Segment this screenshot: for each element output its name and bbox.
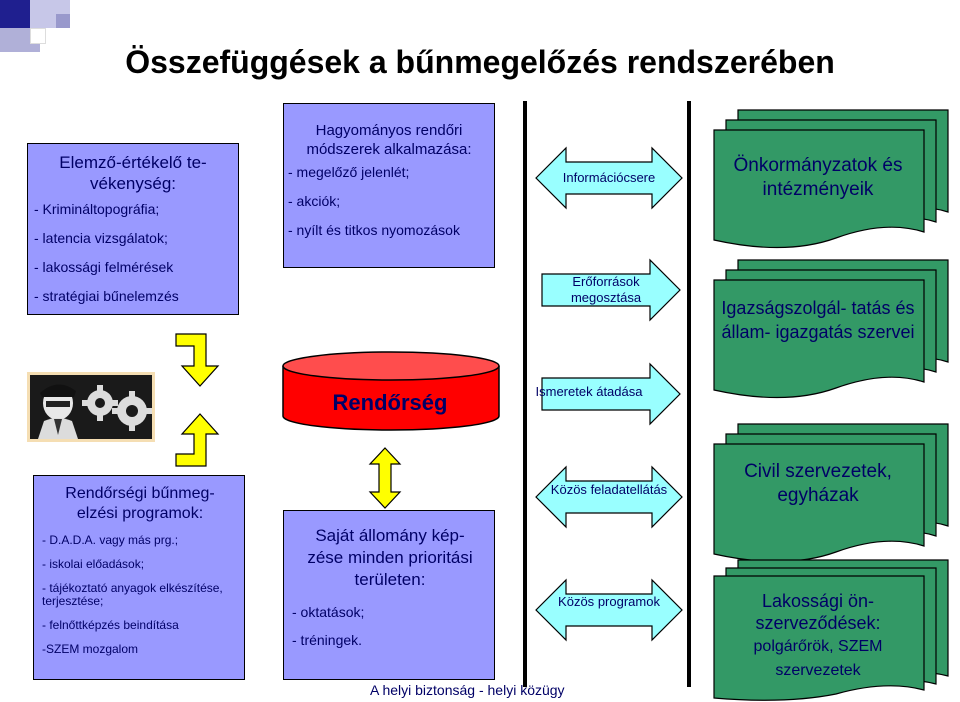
double-arrow-icon [535, 578, 683, 642]
arrow-label-line: Információcsere [562, 170, 656, 185]
partner-text: Lakossági ön- szerveződések: polgárőrök,… [714, 590, 922, 682]
partner-line: Civil szervezetek, [744, 461, 892, 482]
analysis-item: - lakossági felmérések [34, 259, 174, 275]
page-title: Összefüggések a bűnmegelőzés rendszerébe… [125, 44, 835, 80]
arrow-label: Információcsere [544, 170, 674, 186]
double-arrow-icon [535, 146, 683, 210]
training-head-line: területen: [354, 570, 426, 589]
partner-line: polgárőrök, SZEM [753, 638, 883, 655]
traditional-head-line: módszerek alkalmazása: [306, 141, 472, 158]
analysis-head-line: vékenység: [90, 174, 176, 193]
partner-line: Önkormányzatok [733, 155, 878, 176]
arrow-label-line: Erőforrások [572, 274, 640, 289]
partner-line: Lakossági ön- [761, 591, 875, 611]
arrow-label-line: átadása [596, 384, 643, 399]
programs-item: - D.A.D.A. vagy más prg.; [42, 533, 179, 547]
partner-line: tatás és állam- [721, 298, 915, 342]
programs-item: -SZEM mozgalom [42, 642, 139, 656]
traditional-item: - akciók; [288, 193, 341, 209]
training-head-line: Saját állomány kép- [315, 526, 465, 545]
police-label: Rendőrség [332, 390, 448, 415]
arrow-label-line: Ismeretek [535, 384, 593, 399]
arrow-label: Ismeretek átadása [534, 384, 644, 400]
programs-item: - tájékoztató anyagok elkészítése, terje… [42, 581, 223, 608]
bottom-caption: A helyi biztonság - helyi közügy [370, 682, 565, 698]
arrow-label: Közös feladatellátás [544, 482, 674, 498]
partner-line: Igazságszolgál- [721, 298, 847, 318]
partner-text: Igazságszolgál- tatás és állam- igazgatá… [714, 296, 922, 344]
traditional-head-line: Hagyományos rendőri [315, 122, 463, 139]
stacked-documents-icon [713, 259, 949, 399]
arrow-label-line: programok [597, 594, 660, 609]
traditional-methods-box: Hagyományos rendőri módszerek alkalmazás… [283, 103, 495, 268]
corner-square-1 [0, 0, 30, 28]
partner-line: igazgatás szervei [775, 322, 915, 342]
police-cylinder-icon [282, 351, 500, 431]
yellow-vertical-arrow-icon [368, 447, 402, 509]
own-staff-training-box: Saját állomány kép- zése minden prioritá… [283, 510, 495, 680]
partner-line: szervezetek [775, 662, 861, 679]
programs-head-line: elzési programok: [76, 505, 204, 522]
corner-square-5 [30, 28, 46, 44]
right-arrow-icon [541, 362, 681, 426]
arrow-label: Erőforrások megosztása [546, 274, 666, 306]
analysis-item: - stratégiai bűnelemzés [34, 288, 179, 304]
yellow-up-arrow-icon [175, 333, 220, 387]
partner-text: Önkormányzatok és intézményeik [714, 154, 922, 202]
partner-line: szerveződések: [755, 613, 881, 633]
arrow-label-line: Közös [558, 594, 595, 609]
stacked-documents-icon [713, 423, 949, 563]
stacked-documents-icon [713, 109, 949, 249]
programs-head-line: Rendőrségi bűnmeg- [65, 485, 215, 502]
arrow-label-line: feladatellátás [590, 482, 668, 497]
analysis-item: - latencia vizsgálatok; [34, 230, 168, 246]
corner-square-3 [56, 14, 70, 28]
partner-line: és intézményeik [762, 155, 903, 200]
stacked-documents-icon [713, 559, 949, 701]
analysis-item: - Krimináltopográfia; [34, 201, 160, 217]
programs-item: - felnőttképzés beindítása [42, 618, 179, 632]
yellow-down-arrow-icon [175, 413, 220, 467]
arrow-label-line: Közös [550, 482, 587, 497]
analysis-activity-box: Elemző-értékelő te- vékenység: - Kriminá… [27, 143, 239, 315]
double-arrow-icon [535, 465, 683, 529]
right-arrow-icon [541, 258, 681, 322]
analysis-head-line: Elemző-értékelő te- [59, 153, 207, 172]
divider-line-left [523, 101, 527, 687]
training-item: - oktatások; [292, 604, 365, 620]
traditional-item: - megelőző jelenlét; [288, 164, 410, 180]
divider-line-right [687, 101, 691, 687]
police-prevention-programs-box: Rendőrségi bűnmeg- elzési programok: - D… [33, 475, 245, 680]
arrow-label-line: megosztása [570, 290, 642, 305]
partner-line: egyházak [777, 485, 859, 506]
partner-text: Civil szervezetek, egyházak [714, 460, 922, 508]
training-item: - tréningek. [292, 632, 363, 648]
traditional-item: - nyílt és titkos nyomozások [288, 222, 460, 238]
arrow-label: Közös programok [544, 594, 674, 610]
programs-item: - iskolai előadások; [42, 557, 145, 571]
police-officer-gears-photo-icon [27, 372, 155, 442]
training-head-line: zése minden prioritási [307, 548, 473, 567]
